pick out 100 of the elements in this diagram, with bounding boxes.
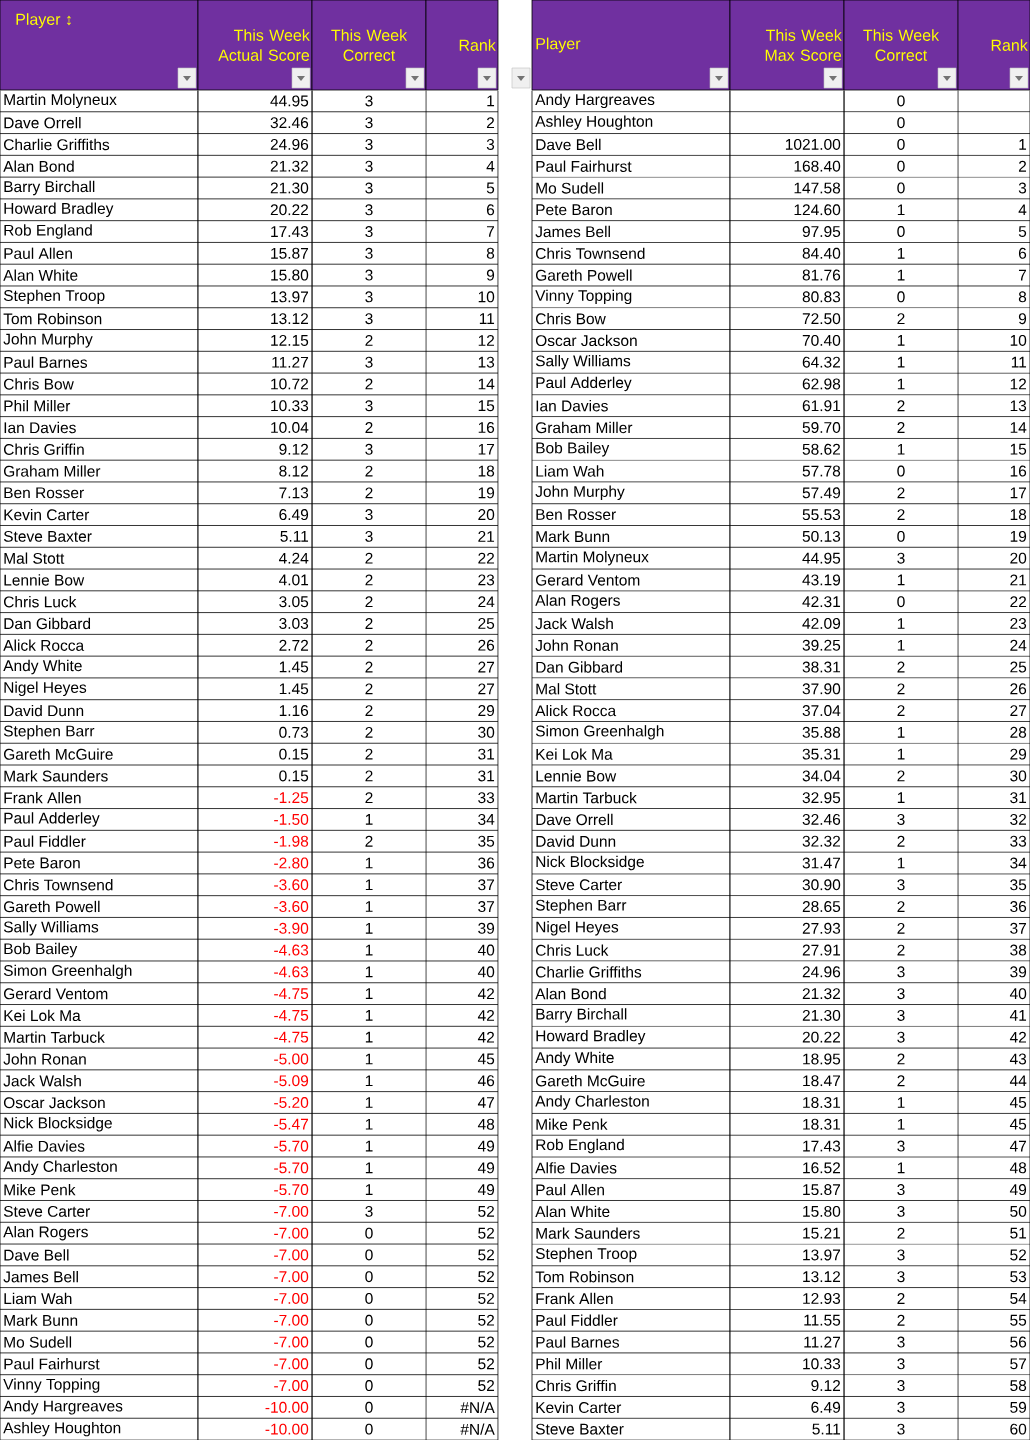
player-name: Chris Bow	[4, 378, 74, 390]
player-name: Dan Gibbard	[4, 617, 91, 630]
score-value: -5.20	[274, 1097, 309, 1108]
rank-value: 32	[1010, 813, 1026, 825]
player-name: Stephen Troop	[3, 289, 105, 305]
player-name: Steve Baxter	[535, 1423, 624, 1435]
score-value: 32.46	[802, 813, 841, 825]
correct-count: 3	[365, 400, 373, 412]
rank-value: 16	[1010, 465, 1027, 477]
correct-count: 1	[365, 1053, 373, 1065]
rank-value: 7	[1019, 269, 1026, 281]
correct-count: 0	[897, 596, 905, 608]
correct-count: 0	[365, 1227, 373, 1239]
rank-value: 24	[1010, 639, 1027, 651]
score-value: -7.00	[274, 1205, 309, 1217]
correct-count: 2	[897, 901, 905, 912]
player-name: Liam Wah	[536, 465, 604, 477]
rank-value: 40	[477, 944, 495, 956]
score-value: 15.87	[803, 1184, 840, 1196]
score-value: 11.27	[804, 1336, 840, 1348]
rank-value: 52	[478, 1227, 494, 1239]
player-name: Howard Bradley	[536, 1029, 646, 1045]
player-name: Sally Williams	[3, 921, 99, 936]
rank-value: 23	[478, 574, 495, 586]
score-value: -5.00	[274, 1053, 309, 1065]
score-value: -7.00	[274, 1293, 309, 1304]
score-value: 2.72	[279, 639, 308, 651]
rank-value: 52	[478, 1336, 494, 1348]
correct-count: 1	[897, 269, 905, 281]
rank-value: 35	[478, 835, 495, 847]
rank-value: 42	[477, 988, 494, 1000]
correct-count: 3	[897, 879, 905, 891]
score-value: 4.24	[279, 552, 309, 564]
score-value: 34.04	[802, 770, 841, 782]
player-name: Bob Bailey	[536, 442, 610, 457]
rank-value: 25	[1010, 661, 1027, 673]
correct-count: 2	[365, 574, 373, 586]
rank-value: 34	[478, 813, 495, 825]
score-value: 50.13	[802, 530, 841, 542]
correct-count: 3	[897, 1249, 905, 1261]
correct-count: 1	[897, 639, 905, 651]
correct-count: 1	[897, 792, 905, 803]
correct-count: 3	[897, 1184, 905, 1196]
player-name: John Ronan	[3, 1053, 86, 1065]
score-value: 3.05	[279, 596, 309, 608]
score-value: 18.95	[803, 1053, 841, 1065]
rank-value: 6	[1018, 247, 1027, 259]
correct-count: 0	[365, 1401, 373, 1413]
player-name: Gareth McGuire	[4, 748, 113, 760]
rank-value: 38	[1010, 944, 1027, 956]
correct-count: 3	[897, 966, 905, 978]
player-name: Paul Fairhurst	[536, 160, 632, 172]
correct-count: 1	[897, 378, 905, 390]
player-name: Bob Bailey	[4, 942, 78, 958]
correct-count: 0	[365, 1336, 373, 1348]
rank-value: 16	[478, 422, 495, 433]
correct-count: 3	[365, 530, 373, 542]
correct-count: 3	[365, 160, 373, 172]
player-name: Alan White	[535, 1205, 610, 1218]
correct-count: 3	[365, 1205, 373, 1217]
player-name: Graham Miller	[4, 465, 101, 477]
player-name: Andy White	[3, 659, 82, 675]
player-name: Mark Saunders	[536, 1227, 640, 1239]
correct-count: 2	[365, 705, 373, 716]
score-value: -4.75	[274, 1010, 309, 1021]
score-value: 57.49	[802, 487, 841, 499]
rank-value: 1	[487, 95, 495, 107]
column-header: This Week Actual Score	[197, 0, 313, 91]
player-name: Gerard Ventom	[536, 574, 640, 586]
player-name: Steve Baxter	[3, 530, 92, 542]
rank-value: 45	[1009, 1118, 1027, 1130]
rank-value: 31	[1010, 792, 1027, 804]
correct-count: 2	[365, 770, 373, 782]
column-header: This Week Correct	[311, 0, 427, 91]
player-name: Charlie Griffiths	[4, 138, 110, 151]
correct-count: 2	[897, 944, 905, 956]
player-name: Graham Miller	[536, 421, 633, 434]
player-name: David Dunn	[4, 704, 84, 717]
score-value: 147.58	[794, 182, 841, 194]
player-name: Tom Robinson	[535, 1271, 634, 1283]
player-name: Chris Griffin	[4, 443, 84, 455]
score-value: 8.12	[279, 465, 308, 477]
score-value: 15.80	[271, 269, 309, 281]
rank-value: 46	[477, 1075, 495, 1087]
correct-count: 0	[897, 226, 905, 238]
rank-value: 49	[1009, 1184, 1027, 1196]
rank-value: 3	[486, 138, 495, 150]
player-name: Nigel Heyes	[4, 681, 87, 696]
column-header: This Week Correct	[843, 0, 959, 91]
correct-count: 3	[897, 1140, 905, 1152]
correct-count: 3	[897, 1009, 905, 1021]
correct-count: 0	[897, 117, 905, 129]
score-value: 57.78	[802, 465, 841, 477]
score-value: 1.16	[279, 705, 309, 717]
score-value: 15.21	[803, 1227, 841, 1239]
rank-value: 4	[1018, 204, 1027, 216]
player-name: Barry Birchall	[4, 180, 95, 196]
column-header: Player ↕	[0, 0, 199, 91]
rank-value: #N/A	[460, 1423, 495, 1435]
rank-value: #N/A	[460, 1401, 495, 1414]
